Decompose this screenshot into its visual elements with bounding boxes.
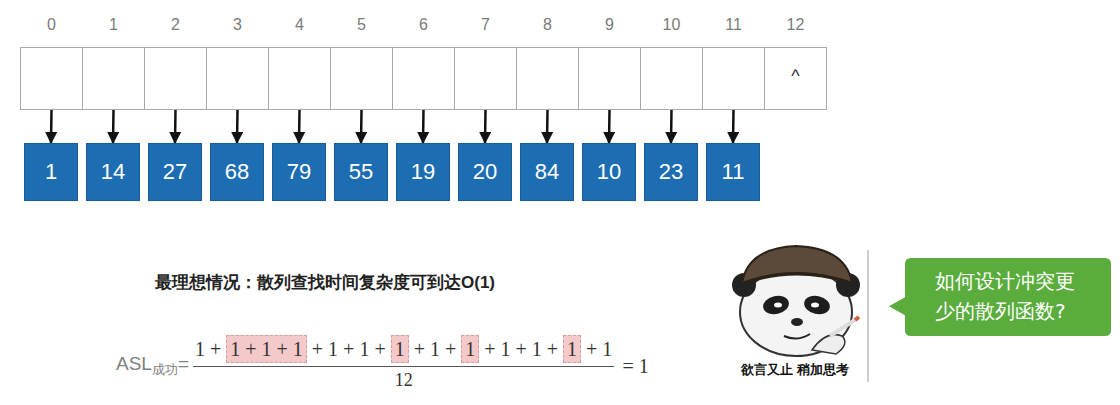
panda-meme: [732, 246, 860, 356]
key-box: 27: [148, 143, 202, 201]
key-box: 68: [210, 143, 264, 201]
key-value: 23: [659, 159, 683, 185]
slot-index: 2: [145, 15, 206, 35]
pointer-arrow: [298, 110, 301, 143]
key-value: 14: [101, 159, 125, 185]
fraction: 1 + 1 + 1 + 1 + 1 + 1 + 1 + 1 + 1 + 1 + 1 + 1 + …: [193, 335, 614, 391]
key-value: 1: [45, 159, 57, 185]
fraction-bar: [193, 366, 614, 367]
hash-slot: 10: [640, 47, 703, 110]
numerator: 1 + 1 + 1 + 1 + 1 + 1 + 1 + 1 + 1 + 1 + 1 + 1 + …: [193, 335, 614, 363]
pointer-arrow: [422, 110, 425, 143]
highlight-box: 1: [563, 335, 581, 363]
formula-symbol: ASL: [116, 353, 152, 374]
hash-slot: 7: [454, 47, 517, 110]
hash-slot: 8: [516, 47, 579, 110]
key-box: 23: [644, 143, 698, 201]
key-box: 14: [86, 143, 140, 201]
key-value: 19: [411, 159, 435, 185]
key-box: 11: [706, 143, 760, 201]
hash-slot: 11: [702, 47, 765, 110]
speech-bubble: 如何设计冲突更少的散列函数?: [905, 258, 1111, 336]
formula-term: + 1 + 1 +: [484, 336, 558, 362]
key-box: 55: [334, 143, 388, 201]
separator-line: [867, 250, 869, 382]
key-value: 10: [597, 159, 621, 185]
slot-index: 1: [83, 15, 144, 35]
key-value: 68: [225, 159, 249, 185]
formula-term: 1 +: [195, 336, 221, 362]
key-value: 27: [163, 159, 187, 185]
pointer-arrow: [484, 110, 487, 143]
highlight-box: 1: [391, 335, 409, 363]
slot-index: 9: [579, 15, 640, 35]
slot-index: 4: [269, 15, 330, 35]
pointer-arrow: [670, 110, 673, 143]
hash-slot: 12^: [764, 47, 827, 110]
formula-term: 1: [465, 336, 475, 362]
hash-slot: 3: [206, 47, 269, 110]
pointer-arrow: [174, 110, 177, 143]
formula-term: 1: [395, 336, 405, 362]
slot-index: 8: [517, 15, 578, 35]
pointer-arrow: [360, 110, 363, 143]
slot-index: 5: [331, 15, 392, 35]
formula-lhs: ASL成功=: [116, 353, 189, 379]
key-box: 10: [582, 143, 636, 201]
slot-index: 6: [393, 15, 454, 35]
formula-term: 1: [567, 336, 577, 362]
key-box: 19: [396, 143, 450, 201]
slot-index: 11: [703, 15, 764, 35]
pointer-arrow: [50, 110, 53, 143]
null-pointer: ^: [765, 66, 826, 86]
hash-slot: 1: [82, 47, 145, 110]
hash-slot: 4: [268, 47, 331, 110]
hash-slot: 0: [20, 47, 83, 110]
key-box: 79: [272, 143, 326, 201]
key-value: 20: [473, 159, 497, 185]
formula-equals: =: [178, 353, 189, 374]
formula-term: + 1 +: [414, 336, 457, 362]
pointer-arrow: [732, 110, 735, 143]
key-box: 20: [458, 143, 512, 201]
pointer-arrow: [112, 110, 115, 143]
key-value: 79: [287, 159, 311, 185]
key-value: 55: [349, 159, 373, 185]
formula-term: + 1 + 1 +: [312, 336, 386, 362]
highlight-box: 1: [461, 335, 479, 363]
highlight-box: 1 + 1 + 1: [226, 335, 307, 363]
heading: 最理想情况：散列查找时间复杂度可到达O(1): [155, 271, 495, 294]
slot-index: 3: [207, 15, 268, 35]
denominator: 12: [193, 369, 614, 391]
hash-slot: 2: [144, 47, 207, 110]
hash-slot: 6: [392, 47, 455, 110]
formula-result: = 1: [622, 355, 648, 378]
key-box: 84: [520, 143, 574, 201]
hash-slot: 9: [578, 47, 641, 110]
slot-index: 0: [21, 15, 82, 35]
formula-term: 1 + 1 + 1: [230, 336, 303, 362]
bubble-outline: [889, 258, 1111, 336]
slot-index: 12: [765, 15, 826, 35]
key-value: 11: [722, 159, 745, 185]
hash-slot: 5: [330, 47, 393, 110]
pointer-arrow: [608, 110, 611, 143]
formula-term: + 1: [586, 336, 612, 362]
bubble-text: 如何设计冲突更少的散列函数?: [935, 266, 1081, 326]
key-value: 84: [535, 159, 559, 185]
meme-caption: 欲言又止 稍加思考: [725, 361, 865, 379]
slot-index: 10: [641, 15, 702, 35]
pointer-arrow: [236, 110, 239, 143]
slot-index: 7: [455, 15, 516, 35]
formula-subscript: 成功: [152, 362, 178, 377]
pointer-arrow: [546, 110, 549, 143]
key-box: 1: [24, 143, 78, 201]
